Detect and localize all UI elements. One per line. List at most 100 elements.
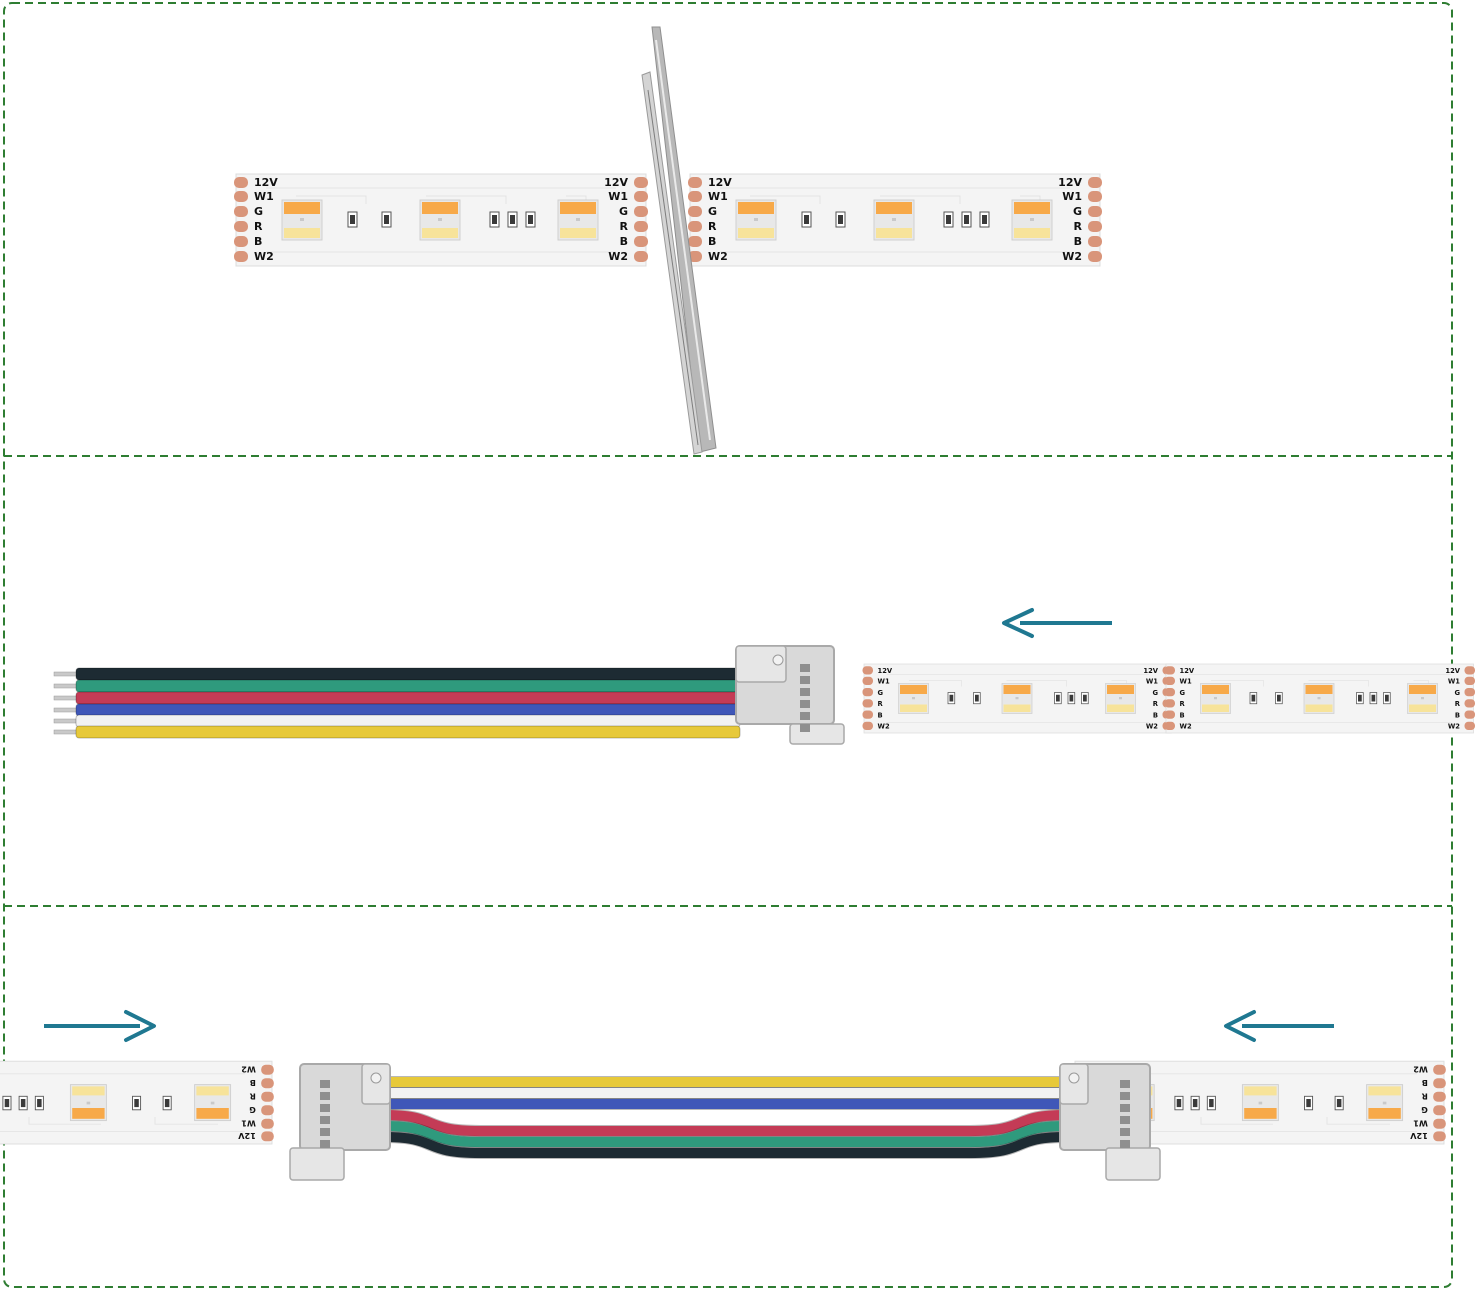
led-orange <box>284 202 320 214</box>
resistor-body <box>134 1099 139 1108</box>
led-dot <box>892 218 896 221</box>
solder-pad <box>1164 721 1175 730</box>
solder-pad <box>688 177 702 188</box>
pin-label-right: W2 <box>1448 723 1460 731</box>
resistor-body <box>982 215 987 224</box>
pin-label-right: W1 <box>608 190 628 203</box>
trace <box>266 187 616 253</box>
pin-label-right: 12V <box>1058 176 1082 189</box>
led-yellow <box>1003 704 1031 712</box>
solder-pad <box>688 191 702 202</box>
solder-pad <box>234 177 248 188</box>
resistor-body <box>350 215 355 224</box>
led-orange <box>1003 685 1031 694</box>
solder-pad <box>862 688 873 697</box>
led-dot <box>1382 1101 1387 1105</box>
connector-pin <box>800 712 810 720</box>
pin-label-right: 12V <box>1143 667 1158 675</box>
solder-pad <box>1464 710 1475 719</box>
connector-pin <box>1120 1140 1130 1148</box>
resistor-body <box>510 215 515 224</box>
resistor-body <box>1358 694 1362 702</box>
connector-pin <box>1120 1128 1130 1136</box>
wire-tip <box>53 729 79 735</box>
wire <box>75 679 741 693</box>
resistor-body <box>1306 1099 1311 1108</box>
jumper-connector-right <box>1059 1063 1161 1181</box>
pin-label-left: G <box>708 205 717 218</box>
wire-tips <box>53 671 79 735</box>
solder-pad <box>1164 688 1175 697</box>
led-orange <box>72 1108 105 1119</box>
led-dot <box>1030 218 1034 221</box>
wire <box>75 703 741 717</box>
led-yellow <box>1014 228 1050 238</box>
resistor-body <box>1336 1099 1342 1108</box>
wire <box>383 1110 1067 1136</box>
pin-label-right: B <box>620 235 628 248</box>
pin-label-left: 12V <box>708 176 732 189</box>
resistor-body <box>384 215 389 224</box>
led-dot <box>1258 1101 1263 1105</box>
connector-pin <box>1120 1104 1130 1112</box>
solder-pad <box>234 251 248 262</box>
resistor-body <box>1083 694 1087 702</box>
solder-pad <box>1464 721 1475 730</box>
outer-border <box>3 2 1453 1288</box>
solder-pad <box>1433 1091 1446 1102</box>
solder-pad <box>1164 699 1175 708</box>
solder-pad <box>1164 676 1175 685</box>
solder-pad <box>1088 251 1102 262</box>
solder-pad <box>1088 236 1102 247</box>
solder-pad <box>261 1078 274 1089</box>
resistor-body <box>838 215 843 224</box>
arrow-left-panel2 <box>1002 608 1112 638</box>
resistor-body <box>492 215 497 224</box>
led-orange <box>196 1108 229 1119</box>
pin-label-left: W2 <box>708 250 728 263</box>
pin-label-right: 12V <box>604 176 628 189</box>
connector-pin <box>320 1140 330 1148</box>
wire <box>383 1132 1067 1158</box>
solder-pad <box>862 699 873 708</box>
strip-traces <box>1101 1073 1417 1132</box>
led-yellow <box>1244 1086 1277 1096</box>
pin-label-right: R <box>1074 220 1083 233</box>
led-yellow <box>1409 704 1436 712</box>
solder-pad <box>234 236 248 247</box>
solder-pad <box>634 206 648 217</box>
solder-pad <box>1164 666 1175 675</box>
pin-label-left: W2 <box>241 1065 256 1075</box>
connector-pin <box>320 1128 330 1136</box>
solder-pad <box>1433 1131 1446 1142</box>
led-dot <box>754 218 758 221</box>
wire-tip <box>53 707 79 713</box>
solder-pad <box>261 1091 274 1102</box>
pin-label-left: W1 <box>878 678 890 686</box>
led-orange <box>422 202 458 214</box>
solder-pad <box>1088 206 1102 217</box>
led-yellow <box>1202 704 1229 712</box>
wire <box>383 1121 1067 1147</box>
solder-pad <box>1433 1064 1446 1075</box>
solder-pad <box>688 251 702 262</box>
pin-label-right: G <box>619 205 628 218</box>
pin-label-left: W2 <box>1180 723 1192 731</box>
solder-pad <box>688 236 702 247</box>
connector-pin <box>800 724 810 732</box>
wire-tip <box>53 671 79 677</box>
led-orange <box>1244 1108 1277 1119</box>
solder-pad <box>688 221 702 232</box>
led-dot <box>1119 697 1122 700</box>
pin-label-left: W1 <box>254 190 274 203</box>
resistor-body <box>4 1099 10 1108</box>
pin-label-left: G <box>1421 1105 1428 1115</box>
solder-pad <box>1464 699 1475 708</box>
pin-label-left: W2 <box>254 250 274 263</box>
led-dot <box>1317 697 1321 700</box>
connector-pin <box>320 1080 330 1088</box>
solder-pad <box>634 251 648 262</box>
